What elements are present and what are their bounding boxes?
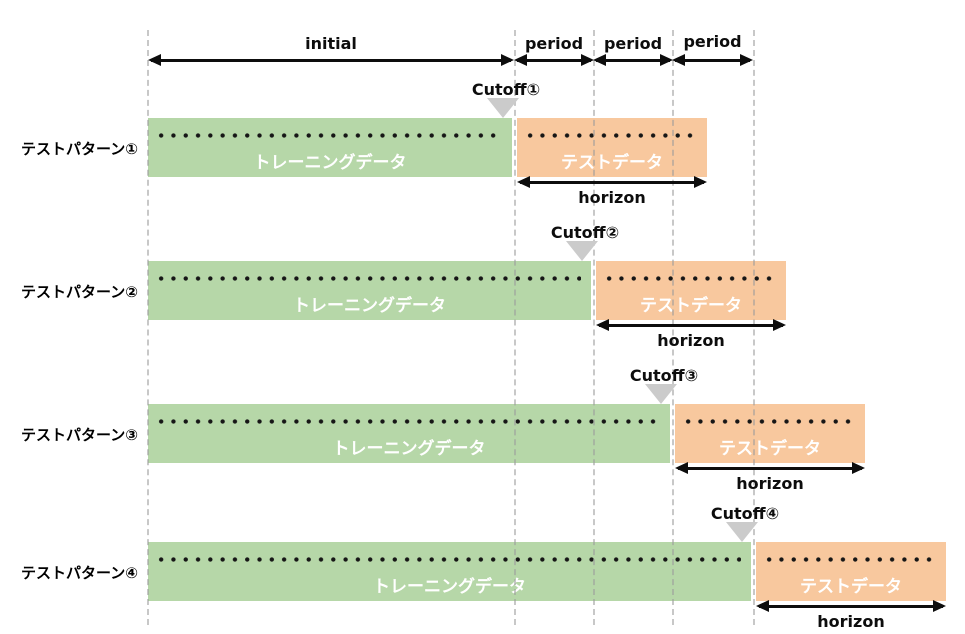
test-bar-label: テストデータ [561,153,663,173]
cutoff-marker-icon [487,98,519,118]
time-series-dots [155,555,741,564]
horizon-label: horizon [736,474,804,493]
test-bar-label: テストデータ [640,296,742,316]
period-label: period [524,34,584,53]
horizon-range-arrow [756,599,946,613]
cutoff-label: Cutoff② [550,223,620,242]
training-bar-label: トレーニングデータ [293,296,446,316]
horizon-label: horizon [817,612,885,631]
training-bar-label: トレーニングデータ [253,153,407,173]
cutoff-gridline [672,30,674,625]
training-bar: トレーニングデータ [148,404,670,463]
time-series-dots [155,131,502,140]
cutoff-label: Cutoff① [471,80,541,99]
initial-label: initial [305,34,357,53]
test-bar: テストデータ [596,261,786,320]
cutoff-gridline [593,30,595,625]
cutoff-label: Cutoff④ [710,504,780,523]
time-series-dots [155,417,660,426]
initial-range-arrow [148,53,514,67]
row-label: テストパターン④ [21,564,138,582]
time-series-dots [155,274,581,283]
time-series-dots [682,417,855,426]
test-bar: テストデータ [675,404,865,463]
time-series-dots [524,131,697,140]
cutoff-marker-icon [726,522,758,542]
cutoff-gridline [147,30,149,625]
row-label: テストパターン③ [21,426,138,444]
test-bar-label: テストデータ [800,577,902,597]
row-label: テストパターン② [21,283,138,301]
test-bar: テストデータ [756,542,946,601]
horizon-label: horizon [578,188,646,207]
time-series-dots [763,555,936,564]
training-bar: トレーニングデータ [148,118,512,177]
cutoff-label: Cutoff③ [629,366,699,385]
horizon-range-arrow [675,461,865,475]
cutoff-gridline [753,30,755,625]
training-bar-label: トレーニングデータ [373,577,526,597]
cutoff-gridline [514,30,516,625]
period-range-arrow [514,53,594,67]
horizon-range-arrow [517,175,707,189]
test-bar: テストデータ [517,118,707,177]
training-bar-label: トレーニングデータ [332,439,486,459]
period-range-arrow [672,53,753,67]
period-range-arrow [593,53,673,67]
cutoff-marker-icon [566,241,598,261]
time-series-dots [603,274,776,283]
test-bar-label: テストデータ [719,439,821,459]
training-bar: トレーニングデータ [148,261,591,320]
period-label: period [683,32,742,51]
period-label: period [603,34,663,53]
row-label: テストパターン① [21,140,138,158]
cutoff-marker-icon [645,384,677,404]
training-bar: トレーニングデータ [148,542,751,601]
horizon-range-arrow [596,318,786,332]
horizon-label: horizon [657,331,725,350]
